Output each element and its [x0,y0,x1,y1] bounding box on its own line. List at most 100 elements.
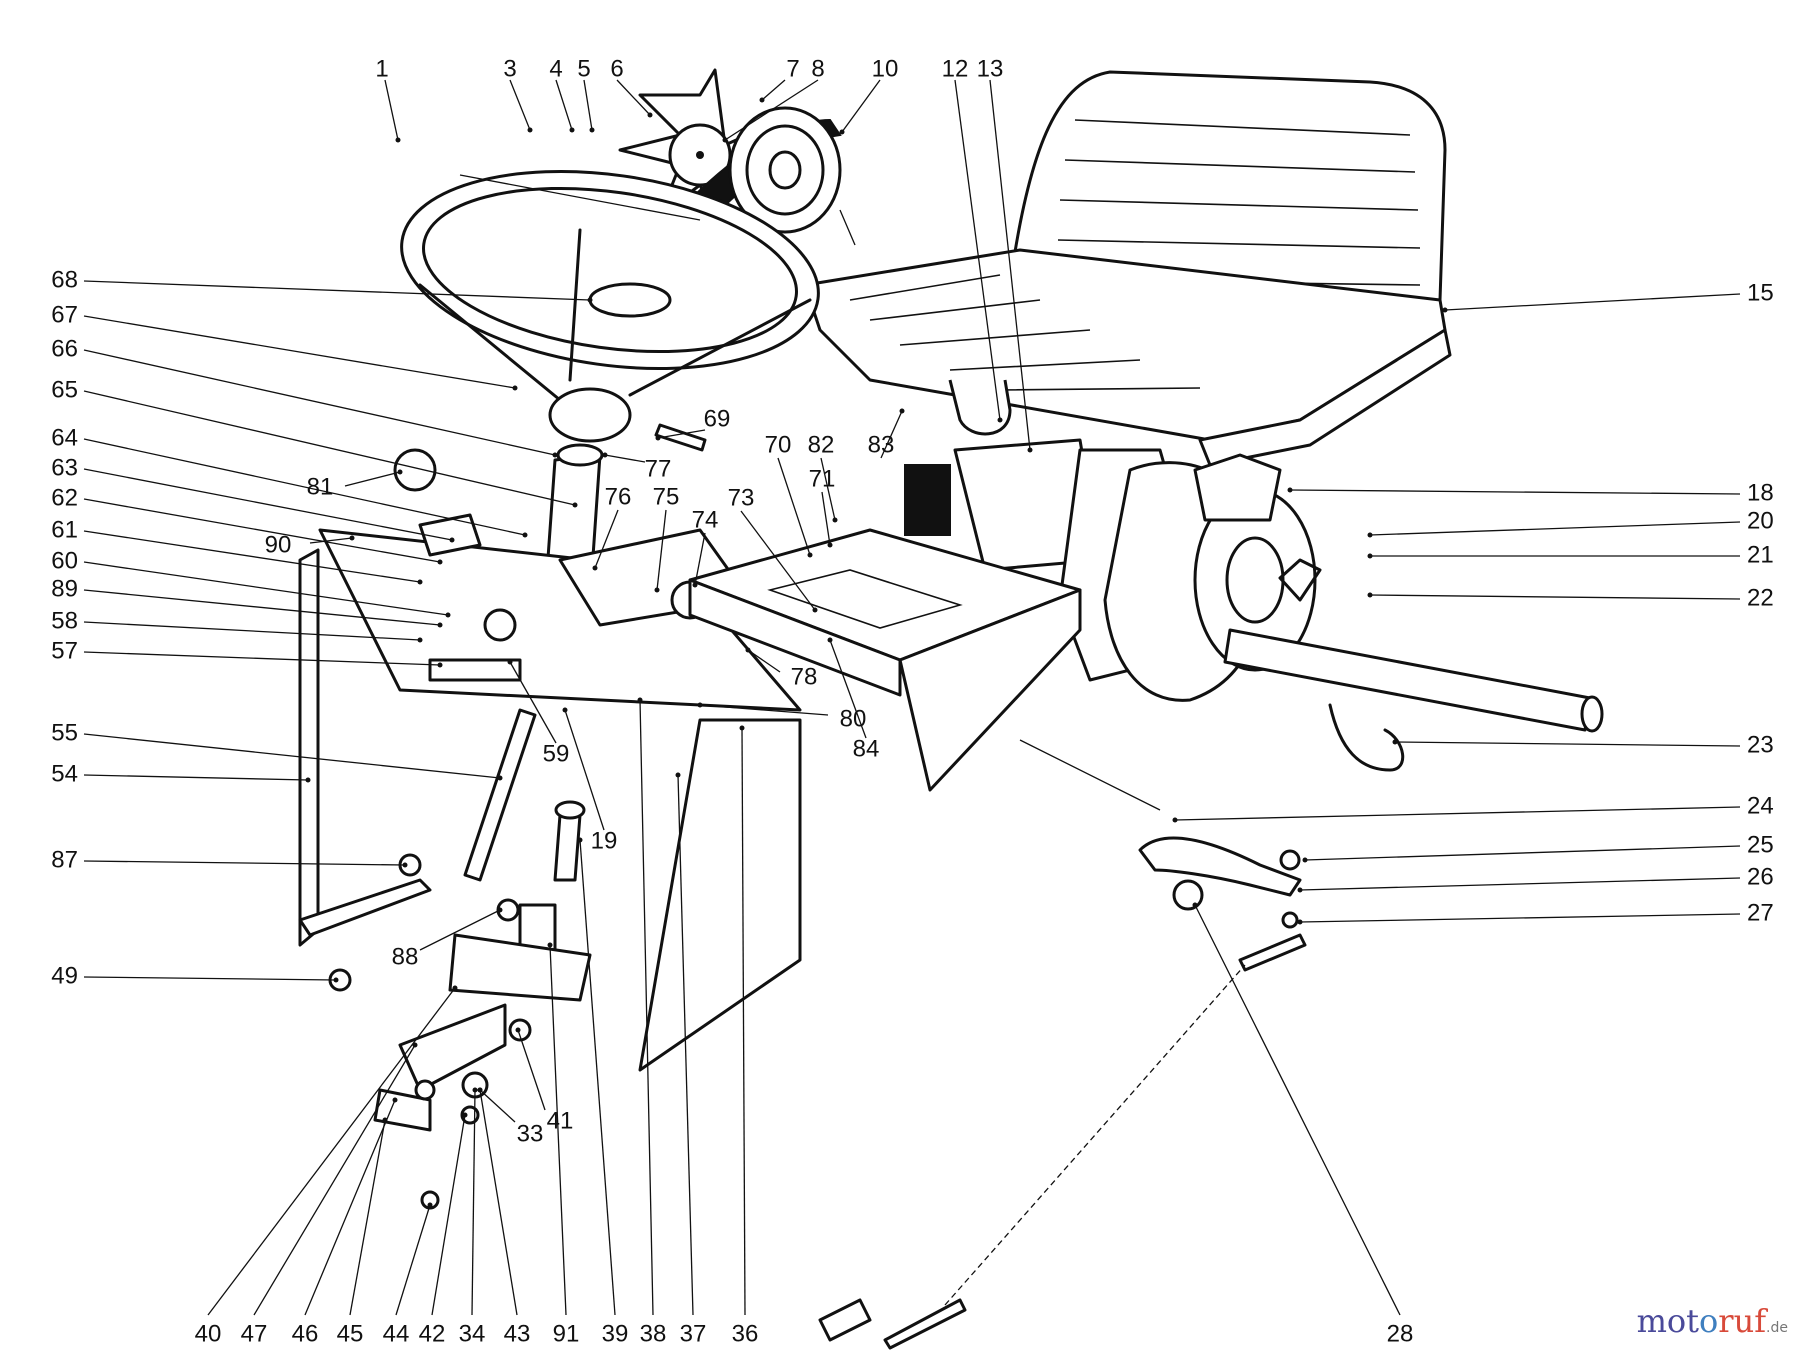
callout-leader-82 [820,457,836,521]
callout-leader-54 [83,774,309,781]
callout-dot-23 [1392,739,1398,745]
callout-dot-74 [692,582,698,588]
callout-dot-71 [827,542,833,548]
callout-label-65: 65 [51,376,78,403]
callout-dot-37 [675,772,681,778]
callout-leader-33 [479,1089,516,1123]
callout-dot-70 [807,552,813,558]
callout-label-37: 37 [680,1320,707,1347]
callout-dot-66 [552,452,558,458]
callout-dot-25 [1302,857,1308,863]
callout-leader-20 [1369,521,1741,536]
callout-dot-73 [812,607,818,613]
callout-leader-65 [83,390,576,506]
callout-label-1: 1 [375,55,388,82]
callout-dot-75 [654,587,660,593]
callout-leader-83 [880,410,903,459]
callout-dot-67 [512,385,518,391]
callout-dot-59 [507,659,513,665]
callout-dot-28 [1192,902,1198,908]
callout-leader-68 [83,280,591,301]
callout-label-46: 46 [292,1320,319,1347]
callout-dot-39 [577,837,583,843]
callout-dot-43 [477,1087,483,1093]
callout-dot-91 [547,942,553,948]
callout-label-83: 83 [868,431,895,458]
callout-label-66: 66 [51,335,78,362]
callout-leader-5 [583,79,593,131]
callout-label-58: 58 [51,607,78,634]
callout-leader-18 [1289,489,1741,495]
callout-dot-15 [1442,307,1448,313]
callout-leader-88 [419,909,501,951]
callout-label-60: 60 [51,547,78,574]
callout-dot-44 [427,1202,433,1208]
callout-leader-25 [1304,845,1741,861]
callout-label-20: 20 [1747,507,1774,534]
callout-label-5: 5 [577,55,590,82]
callout-label-39: 39 [602,1320,629,1347]
callout-label-63: 63 [51,454,78,481]
callout-label-73: 73 [728,484,755,511]
callout-dot-6 [647,112,653,118]
callout-leader-15 [1444,293,1741,311]
callout-dot-7 [759,97,765,103]
callout-leader-81 [344,471,401,487]
callout-dot-83 [899,408,905,414]
callout-leader-13 [989,79,1031,451]
callout-leader-87 [83,860,406,866]
callout-dot-81 [397,469,403,475]
callout-label-88: 88 [392,943,419,970]
watermark: motoruf.de [1637,1302,1788,1340]
watermark-suffix: .de [1766,1320,1788,1336]
callout-label-12: 12 [942,55,969,82]
callout-leader-62 [83,498,441,563]
callout-dot-22 [1367,592,1373,598]
callout-label-78: 78 [791,663,818,690]
callout-leader-77 [604,454,646,463]
callout-dot-19 [562,707,568,713]
callout-label-38: 38 [640,1320,667,1347]
callout-label-36: 36 [732,1320,759,1347]
callout-leader-8 [724,79,819,141]
callout-leader-90 [309,537,353,544]
relation-lines [459,174,1161,811]
callout-label-45: 45 [337,1320,364,1347]
callout-leader-69 [657,429,706,439]
callout-dot-63 [449,537,455,543]
callout-dot-77 [602,452,608,458]
callout-leader-1 [384,79,399,141]
callout-label-8: 8 [811,55,824,82]
callout-dot-21 [1367,553,1373,559]
callout-leader-3 [509,79,531,131]
callout-dot-27 [1297,919,1303,925]
callout-dot-8 [722,137,728,143]
callout-label-3: 3 [503,55,516,82]
callout-label-47: 47 [241,1320,268,1347]
callout-label-23: 23 [1747,731,1774,758]
callout-dot-12 [997,417,1003,423]
callout-dot-54 [305,777,311,783]
watermark-text-3: ruf [1718,1302,1767,1340]
callout-dot-34 [472,1087,478,1093]
callout-label-87: 87 [51,846,78,873]
callout-label-42: 42 [419,1320,446,1347]
callout-label-81: 81 [307,473,334,500]
callout-dot-60 [445,612,451,618]
callout-leader-89 [83,589,441,626]
callout-leader-66 [83,349,556,456]
callout-leader-70 [777,457,811,556]
callout-label-49: 49 [51,962,78,989]
callout-leader-38 [639,699,654,1316]
callout-dot-20 [1367,532,1373,538]
callout-leader-71 [821,491,831,546]
callout-dot-62 [437,559,443,565]
callout-leader-59 [509,661,557,744]
callout-leader-24 [1174,806,1741,821]
callout-label-59: 59 [543,740,570,767]
callout-dot-64 [522,532,528,538]
callout-leader-34 [471,1089,476,1316]
callout-dot-26 [1297,887,1303,893]
callout-label-70: 70 [765,431,792,458]
callout-dot-49 [333,977,339,983]
